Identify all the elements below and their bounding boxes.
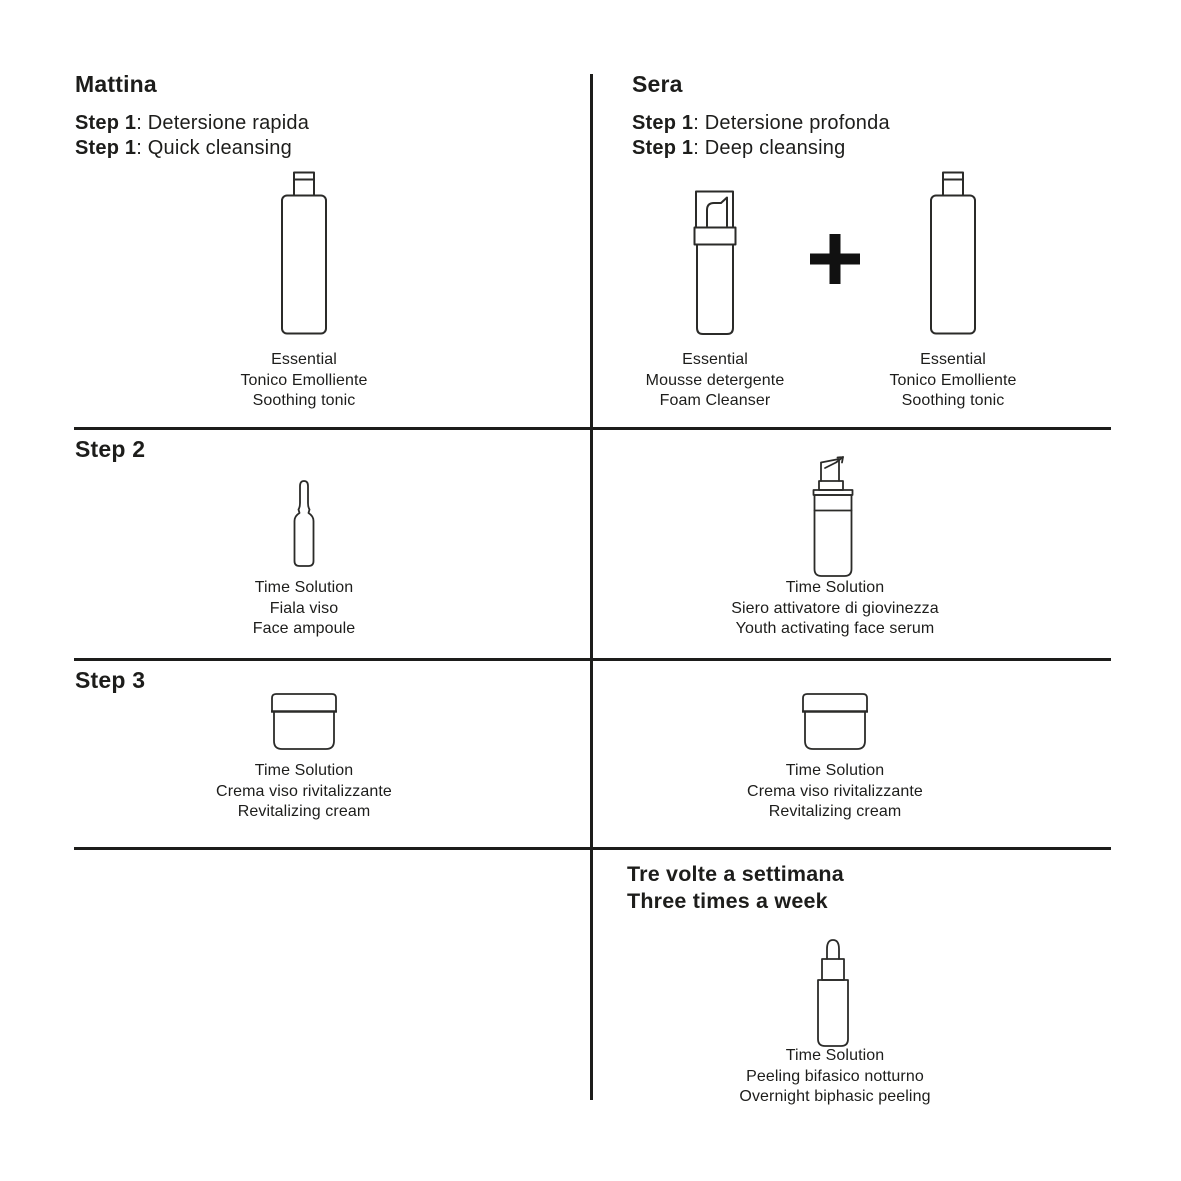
product-name-en: Revitalizing cream (237, 803, 371, 820)
evening-step1-heading: Step 1: Detersione profonda Step 1: Deep… (632, 111, 890, 160)
product-name-en: Soothing tonic (901, 392, 1005, 409)
morning-step1-product-label: Essential Tonico Emolliente Soothing ton… (154, 350, 454, 412)
product-name-en: Overnight biphasic peeling (739, 1088, 931, 1105)
product-brand: Time Solution (254, 762, 354, 779)
product-name-it: Peeling bifasico notturno (746, 1067, 924, 1085)
product-name-en: Foam Cleanser (659, 392, 771, 409)
product-brand: Time Solution (254, 579, 354, 596)
row-divider-line-3 (74, 847, 1111, 850)
product-name-it: Tonico Emolliente (240, 371, 368, 389)
weekly-section-title: Tre volte a settimana Three times a week (627, 861, 844, 915)
dropper-bottle-icon (817, 939, 849, 1047)
product-brand: Essential (682, 351, 748, 368)
morning-step2-product-label: Time Solution Fiala viso Face ampoule (154, 578, 454, 640)
bottle-icon (930, 171, 976, 335)
product-brand: Time Solution (785, 762, 885, 779)
row-divider-line-1 (74, 427, 1111, 430)
bottle-icon (281, 171, 327, 335)
weekly-title-en: Three times a week (627, 889, 828, 913)
evening-column-title: Sera (632, 71, 683, 97)
weekly-title-it: Tre volte a settimana (627, 862, 844, 886)
morning-step1-heading: Step 1: Detersione rapida Step 1: Quick … (75, 111, 309, 160)
morning-step1-line-it: Step 1: Detersione rapida (75, 112, 310, 134)
evening-step1-product2-label: Essential Tonico Emolliente Soothing ton… (803, 350, 1103, 412)
product-name-it: Siero attivatore di giovinezza (731, 599, 939, 617)
product-brand: Time Solution (785, 1047, 885, 1064)
product-name-en: Revitalizing cream (768, 803, 902, 820)
morning-step1-line-en: Step 1: Quick cleansing (75, 136, 292, 159)
evening-step1-line-it: Step 1: Detersione profonda (632, 112, 890, 134)
pump-bottle-icon (693, 190, 737, 335)
evening-step2-product-label: Time Solution Siero attivatore di giovin… (685, 578, 985, 640)
product-name-en: Soothing tonic (252, 392, 356, 409)
plus-icon (810, 234, 860, 284)
evening-step3-product-label: Time Solution Crema viso rivitalizzante … (685, 761, 985, 823)
product-brand: Time Solution (785, 579, 885, 596)
morning-step3-heading: Step 3 (75, 667, 146, 693)
product-name-en: Face ampoule (252, 620, 356, 637)
product-name-it: Mousse detergente (645, 371, 785, 389)
morning-step3-product-label: Time Solution Crema viso rivitalizzante … (154, 761, 454, 823)
evening-step1-line-en: Step 1: Deep cleansing (632, 136, 846, 159)
row-divider-line-2 (74, 658, 1111, 661)
evening-step1-product1-label: Essential Mousse detergente Foam Cleanse… (565, 350, 865, 412)
morning-step2-heading: Step 2 (75, 436, 146, 462)
serum-bottle-icon (812, 456, 854, 577)
product-brand: Essential (271, 351, 337, 368)
jar-icon (802, 693, 868, 750)
product-name-it: Fiala viso (269, 599, 339, 617)
product-brand: Essential (920, 351, 986, 368)
morning-column-title: Mattina (75, 71, 157, 97)
ampoule-icon (293, 480, 315, 567)
jar-icon (271, 693, 337, 750)
product-name-it: Crema viso rivitalizzante (216, 782, 392, 800)
column-divider-line (590, 74, 593, 1100)
product-name-en: Youth activating face serum (735, 620, 935, 637)
weekly-product-label: Time Solution Peeling bifasico notturno … (685, 1046, 985, 1108)
product-name-it: Crema viso rivitalizzante (747, 782, 923, 800)
product-name-it: Tonico Emolliente (889, 371, 1017, 389)
